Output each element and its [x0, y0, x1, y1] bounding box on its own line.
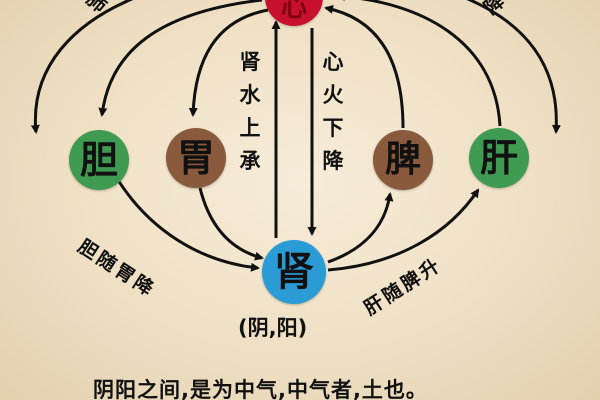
spleen-node: 脾: [373, 130, 433, 190]
heart-fire-char: 心: [322, 50, 344, 74]
kidney-water-char: 水: [239, 83, 261, 107]
outer-right-arrow: [466, 0, 561, 134]
liver-to-heart-arrow: [336, 0, 502, 127]
liver-node: 肝: [469, 128, 529, 188]
heart-fire-descends-label: 心 火 下 降: [318, 46, 348, 178]
stomach-label: 胃: [176, 136, 215, 180]
kidney-node: 肾: [262, 240, 326, 304]
kidney-water-char: 肾: [239, 50, 261, 74]
kidney-to-spleen-arrow: [327, 192, 394, 264]
liver-label: 肝: [479, 136, 518, 180]
heart-fire-char: 降: [322, 149, 344, 173]
kidney-water-char: 承: [239, 149, 261, 173]
kidney-water-char: 上: [239, 116, 261, 140]
spleen-to-heart-arrow: [324, 4, 405, 129]
heart-fire-char: 下: [322, 116, 344, 140]
outer-left-arrow: [30, 0, 134, 134]
kidney-label: 肾: [274, 249, 314, 295]
gallbladder-label: 胆: [79, 138, 118, 182]
heart-to-gallbladder-arrow: [98, 0, 263, 117]
kidney-water-rises-label: 肾 水 上 承: [235, 46, 265, 178]
heart-fire-char: 火: [322, 83, 344, 107]
kidney-to-liver-arrow: [327, 188, 480, 272]
heart-to-stomach-arrow: [188, 8, 269, 117]
yin-yang-label: (阴,阳): [238, 316, 308, 340]
heart-label: 心: [280, 0, 307, 23]
bottom-caption: 阴阳之间,是为中气,中气者,土也。: [93, 378, 428, 400]
gallbladder-node: 胆: [69, 130, 129, 190]
spleen-label: 脾: [384, 139, 421, 180]
stomach-to-kidney-arrow: [198, 187, 264, 261]
gallbladder-to-kidney-arrow: [116, 179, 260, 272]
stomach-node: 胃: [166, 128, 226, 188]
